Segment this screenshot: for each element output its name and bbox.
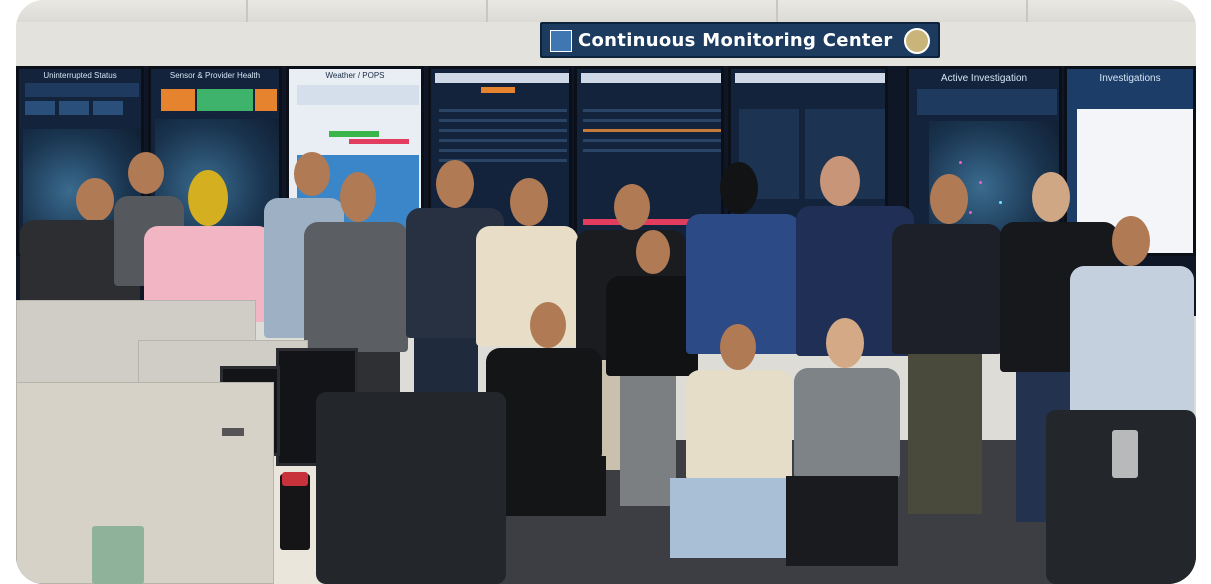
thermos	[92, 526, 144, 584]
person-head	[720, 324, 756, 370]
browser-bar	[735, 73, 885, 83]
person-head	[826, 318, 864, 368]
photo: Continuous Monitoring Center Uninterrupt…	[16, 0, 1196, 584]
screen-title: Uninterrupted Status	[43, 71, 117, 80]
alert-strip	[583, 219, 721, 225]
person-head	[128, 152, 164, 194]
office-chair	[316, 392, 506, 584]
map-marker	[969, 211, 972, 214]
person-torso	[794, 368, 900, 478]
table-row	[583, 119, 721, 122]
center-sign: Continuous Monitoring Center	[540, 22, 940, 58]
screen-title: Investigations	[1099, 73, 1161, 84]
person-head	[340, 172, 376, 222]
timeline-bar	[329, 131, 379, 137]
timeline-bar	[349, 139, 409, 144]
map-marker	[979, 181, 982, 184]
person-legs	[908, 354, 982, 514]
health-tile-orange	[255, 89, 277, 111]
person-torso	[1070, 266, 1194, 420]
person-legs	[786, 476, 898, 566]
person-head	[294, 152, 330, 196]
tab-highlight	[481, 87, 515, 93]
person-head	[1032, 172, 1070, 222]
sign-title: Continuous Monitoring Center	[578, 30, 893, 51]
water-bottle	[280, 474, 310, 550]
bottle-cap	[282, 472, 308, 486]
table-row	[439, 129, 567, 132]
person-head	[930, 174, 968, 224]
table-row	[583, 139, 721, 142]
table-row	[439, 139, 567, 142]
person-head	[720, 162, 758, 214]
status-bar	[25, 83, 139, 97]
schedule-header	[297, 85, 419, 105]
screen-title: Active Investigation	[940, 73, 1028, 84]
map-marker	[999, 201, 1002, 204]
status-tile	[59, 101, 89, 115]
person-torso	[606, 276, 698, 376]
person-torso	[892, 224, 1002, 354]
cabinet-handle	[222, 428, 244, 436]
health-tile-green	[197, 89, 253, 111]
person-head	[76, 178, 114, 222]
table-row	[439, 159, 567, 162]
health-tile-orange	[161, 89, 195, 111]
person-torso	[686, 370, 792, 480]
screen-title: Weather / POPS	[325, 71, 385, 80]
table-row	[583, 149, 721, 152]
status-tile	[25, 101, 55, 115]
person-head	[510, 178, 548, 226]
table-row	[439, 149, 567, 152]
file-cabinet	[16, 382, 274, 584]
browser-bar	[581, 73, 721, 83]
person-head	[1112, 216, 1150, 266]
agency-logo-icon	[550, 30, 572, 52]
status-tile	[93, 101, 123, 115]
table-row	[583, 109, 721, 112]
ceiling-seam	[1026, 0, 1028, 22]
person-head	[636, 230, 670, 274]
turban	[188, 170, 228, 226]
person-head	[530, 302, 566, 348]
person-legs	[620, 376, 676, 506]
person-head	[436, 160, 474, 208]
person-torso	[304, 222, 408, 352]
person-head	[614, 184, 650, 230]
ceiling-seam	[246, 0, 248, 22]
tumbler	[1112, 430, 1138, 478]
ceiling	[16, 0, 1196, 22]
person-head	[820, 156, 860, 206]
table-row-highlight	[583, 129, 721, 132]
map-marker	[959, 161, 962, 164]
seal-icon	[904, 28, 930, 54]
status-grid	[917, 89, 1057, 115]
ceiling-seam	[486, 0, 488, 22]
table-row	[439, 109, 567, 112]
person-legs	[670, 478, 786, 558]
ceiling-seam	[776, 0, 778, 22]
browser-bar	[435, 73, 569, 83]
table-row	[439, 119, 567, 122]
screen-title: Sensor & Provider Health	[169, 71, 261, 80]
